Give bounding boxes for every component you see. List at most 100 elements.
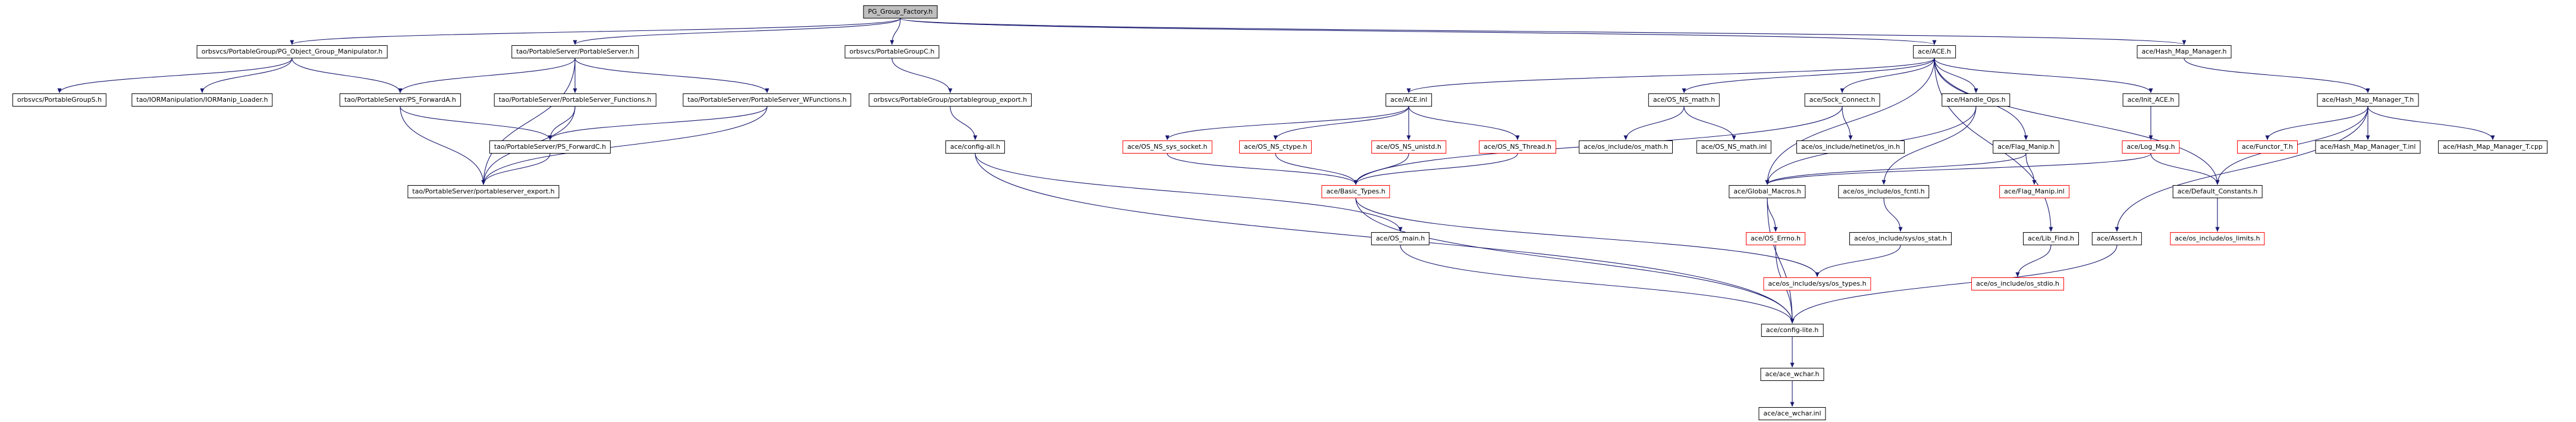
- graph-node-flag_manip[interactable]: ace/Flag_Manip.h: [1993, 140, 2059, 154]
- graph-node-config_lite[interactable]: ace/config-lite.h: [1761, 324, 1824, 337]
- graph-node-sock_connect[interactable]: ace/Sock_Connect.h: [1804, 93, 1880, 107]
- graph-node-portableserver[interactable]: tao/PortableServer/PortableServer.h: [511, 45, 639, 58]
- include-edge-config_all-to-os_main: [975, 153, 1403, 232]
- include-edge-os_ns_sys_socket-to-basic_types: [1167, 153, 1358, 185]
- graph-node-os_include_os_math[interactable]: ace/os_include/os_math.h: [1579, 140, 1673, 154]
- include-edge-hash_map_manager_t-to-hash_map_manager_t_cpp: [2367, 106, 2495, 140]
- include-edge-os_main-to-config_lite: [1400, 245, 1795, 324]
- graph-node-os_main[interactable]: ace/OS_main.h: [1371, 232, 1430, 245]
- graph-node-ace_wchar[interactable]: ace/ace_wchar.h: [1760, 368, 1824, 381]
- graph-node-log_msg[interactable]: ace/Log_Msg.h: [2122, 140, 2180, 154]
- include-edge-ace-to-global_macros: [1765, 58, 1935, 185]
- graph-node-pg_group_factory: PG_Group_Factory.h: [863, 5, 938, 18]
- include-edge-handle_ops-to-os_fcntl: [1881, 106, 1977, 185]
- graph-node-functor_t[interactable]: ace/Functor_T.h: [2237, 140, 2298, 154]
- graph-node-portablegroupc[interactable]: orbsvcs/PortableGroupC.h: [844, 45, 940, 58]
- graph-node-init_ace[interactable]: ace/Init_ACE.h: [2122, 93, 2179, 107]
- graph-node-os_ns_math_inl[interactable]: ace/OS_NS_math.inl: [1696, 140, 1772, 154]
- include-edge-pg_group_factory-to-portablegroupc: [890, 18, 901, 45]
- graph-node-ace_wchar_inl[interactable]: ace/ace_wchar.inl: [1758, 407, 1826, 420]
- graph-node-portableserver_functions[interactable]: tao/PortableServer/PortableServer_Functi…: [494, 93, 656, 107]
- graph-node-handle_ops[interactable]: ace/Handle_Ops.h: [1942, 93, 2010, 107]
- graph-node-os_in[interactable]: ace/os_include/netinet/os_in.h: [1796, 140, 1905, 154]
- graph-node-default_constants[interactable]: ace/Default_Constants.h: [2172, 185, 2263, 198]
- include-edge-pg_object_group_manipulator-to-portablegroups: [57, 58, 293, 93]
- graph-node-lib_find[interactable]: ace/Lib_Find.h: [2023, 232, 2079, 245]
- include-edge-ace-to-ace_inl: [1406, 58, 1935, 93]
- include-edge-portableserver-to-ps_forwarda: [398, 58, 576, 93]
- include-edge-ps_forwarda-to-portableserver_export: [400, 106, 486, 185]
- graph-node-global_macros[interactable]: ace/Global_Macros.h: [1729, 185, 1806, 198]
- graph-node-os_limits[interactable]: ace/os_include/os_limits.h: [2170, 232, 2265, 245]
- graph-node-hash_map_manager_t_cpp[interactable]: ace/Hash_Map_Manager_T.cpp: [2438, 140, 2547, 154]
- include-edge-os_ns_unistd-to-basic_types: [1353, 153, 1409, 185]
- include-edge-ace_inl-to-os_ns_thread: [1408, 106, 1520, 140]
- graph-node-ps_forwarda[interactable]: tao/PortableServer/PS_ForwardA.h: [340, 93, 461, 107]
- include-edge-ace-to-default_constants: [1934, 58, 2220, 185]
- include-edge-portableserver-to-portableserver_export: [481, 58, 576, 185]
- include-edge-sys_os_stat-to-sys_os_types: [1815, 245, 1901, 277]
- graph-node-portablegroup_export[interactable]: orbsvcs/PortableGroup/portablegroup_expo…: [868, 93, 1032, 107]
- graph-node-hash_map_manager[interactable]: ace/Hash_Map_Manager.h: [2137, 45, 2232, 58]
- include-edge-os_fcntl-to-sys_os_stat: [1883, 198, 1903, 232]
- include-edge-pg_group_factory-to-pg_object_group_manipulator: [290, 18, 901, 45]
- graph-node-ace_inl[interactable]: ace/ACE.inl: [1386, 93, 1432, 107]
- include-edge-ps_forwarda-to-ps_forwardc: [400, 106, 552, 140]
- graph-node-ace[interactable]: ace/ACE.h: [1913, 45, 1956, 58]
- include-edge-flag_manip-to-global_macros: [1765, 153, 2027, 185]
- include-edge-global_macros-to-config_lite: [1767, 198, 1795, 324]
- graph-node-os_ns_sys_socket[interactable]: ace/OS_NS_sys_socket.h: [1122, 140, 1212, 154]
- graph-node-hash_map_manager_t_inl[interactable]: ace/Hash_Map_Manager_T.inl: [2315, 140, 2421, 154]
- include-edge-ace_inl-to-os_ns_sys_socket: [1165, 106, 1409, 140]
- include-edge-pg_object_group_manipulator-to-iormanip_loader: [200, 58, 293, 93]
- graph-node-os_errno[interactable]: ace/OS_Errno.h: [1746, 232, 1805, 245]
- include-edge-pg_object_group_manipulator-to-ps_forwarda: [291, 58, 403, 93]
- include-edge-ace-to-os_ns_math: [1682, 58, 1935, 93]
- include-edge-basic_types-to-sys_os_types: [1355, 198, 1820, 277]
- include-edge-portableserver-to-portableserver_wfunctions: [574, 58, 769, 93]
- graph-node-os_fcntl[interactable]: ace/os_include/os_fcntl.h: [1838, 185, 1930, 198]
- include-edge-sock_connect-to-os_in: [1842, 106, 1853, 140]
- graph-node-os_ns_unistd[interactable]: ace/OS_NS_unistd.h: [1371, 140, 1446, 154]
- graph-node-hash_map_manager_t[interactable]: ace/Hash_Map_Manager_T.h: [2317, 93, 2419, 107]
- include-edge-portableserver_wfunctions-to-portableserver_export: [481, 106, 768, 185]
- graph-node-os_ns_math[interactable]: ace/OS_NS_math.h: [1648, 93, 1720, 107]
- include-edge-ace-to-handle_ops: [1934, 58, 1978, 93]
- graph-node-ps_forwardc[interactable]: tao/PortableServer/PS_ForwardC.h: [489, 140, 611, 154]
- include-edge-portablegroup_export-to-config_all: [950, 106, 978, 140]
- graph-node-portableserver_export[interactable]: tao/PortableServer/portableserver_export…: [407, 185, 560, 198]
- graph-node-sys_os_types[interactable]: ace/os_include/sys/os_types.h: [1763, 277, 1871, 290]
- graph-node-portableserver_wfunctions[interactable]: tao/PortableServer/PortableServer_WFunct…: [683, 93, 852, 107]
- include-edge-hash_map_manager_t-to-functor_t: [2265, 106, 2368, 140]
- graph-node-os_ns_ctype[interactable]: ace/OS_NS_ctype.h: [1239, 140, 1312, 154]
- include-edge-log_msg-to-default_constants: [2150, 153, 2220, 185]
- include-edge-portableserver_functions-to-ps_forwardc: [548, 106, 576, 140]
- graph-node-iormanip_loader[interactable]: tao/IORManipulation/IORManip_Loader.h: [131, 93, 273, 107]
- graph-node-pg_object_group_manipulator[interactable]: orbsvcs/PortableGroup/PG_Object_Group_Ma…: [196, 45, 388, 58]
- include-edge-global_macros-to-os_errno: [1767, 198, 1778, 232]
- include-edge-ace_inl-to-os_ns_ctype: [1273, 106, 1409, 140]
- include-edge-log_msg-to-global_macros: [1765, 153, 2151, 185]
- graph-node-portablegroups[interactable]: orbsvcs/PortableGroupS.h: [12, 93, 107, 107]
- include-edge-hash_map_manager_t-to-assert: [2115, 106, 2368, 232]
- include-edge-ace-to-sock_connect: [1840, 58, 1935, 93]
- include-edge-os_ns_thread-to-basic_types: [1353, 153, 1518, 185]
- graph-node-flag_manip_inl[interactable]: ace/Flag_Manip.inl: [1999, 185, 2069, 198]
- include-edge-portableserver_wfunctions-to-ps_forwardc: [548, 106, 768, 140]
- graph-node-assert[interactable]: ace/Assert.h: [2091, 232, 2143, 245]
- include-edge-hash_map_manager-to-hash_map_manager_t: [2184, 58, 2370, 93]
- include-edge-lib_find-to-os_stdio: [2015, 245, 2052, 277]
- include-edge-assert-to-config_lite: [1790, 245, 2118, 324]
- include-edge-portablegroupc-to-portablegroup_export: [891, 58, 953, 93]
- include-edge-pg_group_factory-to-ace: [900, 18, 1936, 45]
- include-edge-pg_group_factory-to-hash_map_manager: [900, 18, 2186, 45]
- graph-node-sys_os_stat[interactable]: ace/os_include/sys/os_stat.h: [1849, 232, 1952, 245]
- graph-node-os_ns_thread[interactable]: ace/OS_NS_Thread.h: [1478, 140, 1557, 154]
- include-edge-flag_manip-to-flag_manip_inl: [2025, 153, 2037, 185]
- graph-node-os_stdio[interactable]: ace/os_include/os_stdio.h: [1971, 277, 2064, 290]
- graph-node-config_all[interactable]: ace/config-all.h: [945, 140, 1006, 154]
- include-edge-ps_forwardc-to-portableserver_export: [481, 153, 551, 185]
- graph-node-basic_types[interactable]: ace/Basic_Types.h: [1321, 185, 1390, 198]
